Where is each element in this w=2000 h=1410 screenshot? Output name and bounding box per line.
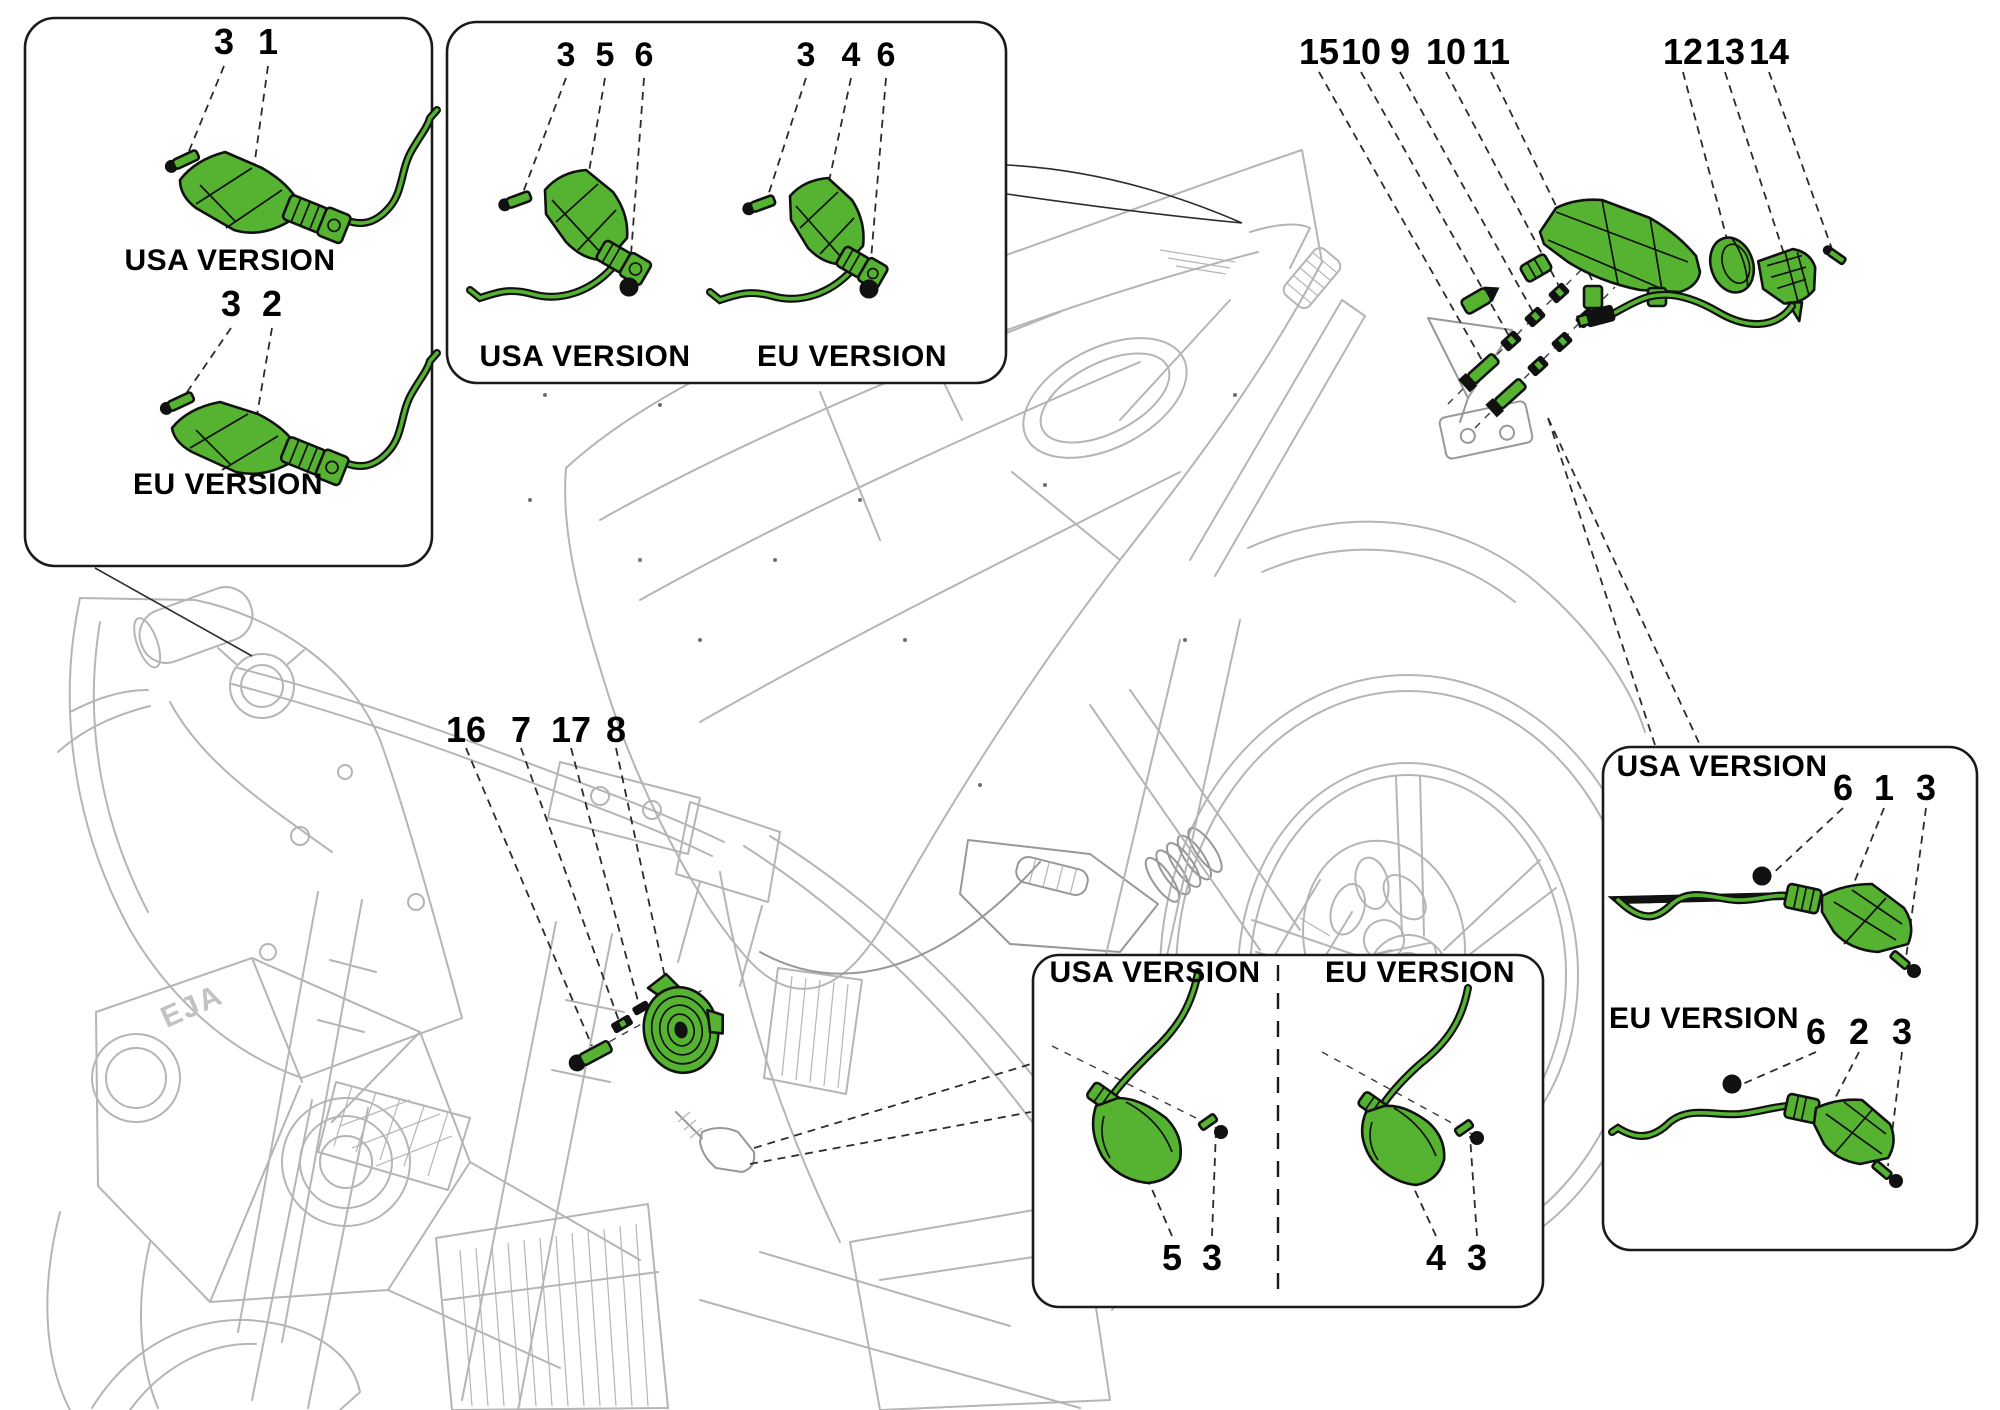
horn-bolt [568, 1040, 613, 1072]
highlighted-parts [159, 106, 1921, 1188]
cable-connector [1576, 304, 1616, 328]
handlebar [57, 586, 725, 857]
part-number: 10 [1425, 31, 1467, 72]
license-plate-light [1756, 247, 1817, 323]
speckles [528, 393, 1237, 787]
version-label-usa: USA VERSION [124, 244, 336, 277]
version-label-eu: EU VERSION [1608, 1002, 1800, 1035]
part-number: 3 [1466, 1237, 1488, 1278]
part-number: 9 [1389, 31, 1411, 72]
shock-spring [1144, 827, 1223, 903]
front-fork [237, 801, 781, 1410]
part-number: 6 [634, 36, 654, 74]
version-label-usa: USA VERSION [479, 340, 691, 373]
box-rear-signals [1601, 745, 1979, 1252]
signal-usa-lower [1086, 968, 1228, 1185]
signal-eu-lower [1357, 984, 1484, 1187]
tail-light-assembly [1460, 198, 1702, 315]
part-number: 6 [1805, 1011, 1827, 1052]
part-number: 3 [1915, 767, 1937, 808]
part-number: 4 [841, 36, 861, 74]
part-number: 5 [595, 36, 615, 74]
signal-usa-rear [1607, 866, 1921, 978]
part-number: 1 [1873, 767, 1895, 808]
headlight-cowl [91, 957, 641, 1369]
part-number: 6 [1832, 767, 1854, 808]
part-number: 12 [1662, 31, 1704, 72]
part-number: 16 [445, 709, 487, 750]
front-fender-wheel [46, 1211, 361, 1410]
part-number: 3 [220, 283, 242, 324]
part-number: 3 [556, 36, 576, 74]
part-number: 7 [510, 709, 532, 750]
signal-eu-rear [1608, 1074, 1903, 1188]
plate-light-screw [1822, 245, 1847, 266]
part-number: 3 [1891, 1011, 1913, 1052]
version-label-eu: EU VERSION [756, 340, 948, 373]
signal-usa-handlebar [164, 106, 441, 245]
version-label-eu: EU VERSION [132, 468, 324, 501]
part-number: 4 [1425, 1237, 1447, 1278]
lens-disc [1708, 236, 1756, 294]
part-number: 3 [796, 36, 816, 74]
signal-usa-fairing [466, 168, 653, 303]
part-number: 11 [1471, 31, 1511, 72]
part-number: 3 [213, 21, 235, 62]
part-number: 5 [1161, 1237, 1183, 1278]
part-number: 8 [605, 709, 627, 750]
part-number: 1 [257, 21, 279, 62]
mesh-vent [317, 1081, 471, 1191]
radiator [435, 1203, 669, 1410]
tail-fasteners [1458, 282, 1597, 418]
part-number: 14 [1748, 31, 1790, 72]
windscreen [68, 597, 463, 1079]
frame [699, 835, 1111, 1410]
box-handlebar-signals [23, 16, 434, 568]
part-number: 6 [876, 36, 896, 74]
version-label-eu: EU VERSION [1324, 956, 1516, 989]
tail-subframe [1189, 247, 1534, 577]
signal-eu-handlebar [159, 349, 441, 487]
part-number: 13 [1704, 31, 1746, 72]
version-label-usa: USA VERSION [1616, 750, 1828, 783]
part-number: 2 [261, 283, 283, 324]
plate-light-group [1576, 236, 1847, 328]
part-number: 17 [550, 709, 592, 750]
front-turn-signal-sketch [675, 1111, 756, 1173]
box-fairing-signals [445, 20, 1008, 385]
version-label-usa: USA VERSION [1049, 956, 1261, 989]
part-number: 10 [1340, 31, 1382, 72]
part-number: 3 [1201, 1237, 1223, 1278]
part-number: 2 [1848, 1011, 1870, 1052]
horn [642, 985, 725, 1075]
part-number: 15 [1298, 31, 1340, 72]
horn-group [568, 972, 725, 1075]
signal-eu-fairing [706, 176, 889, 305]
